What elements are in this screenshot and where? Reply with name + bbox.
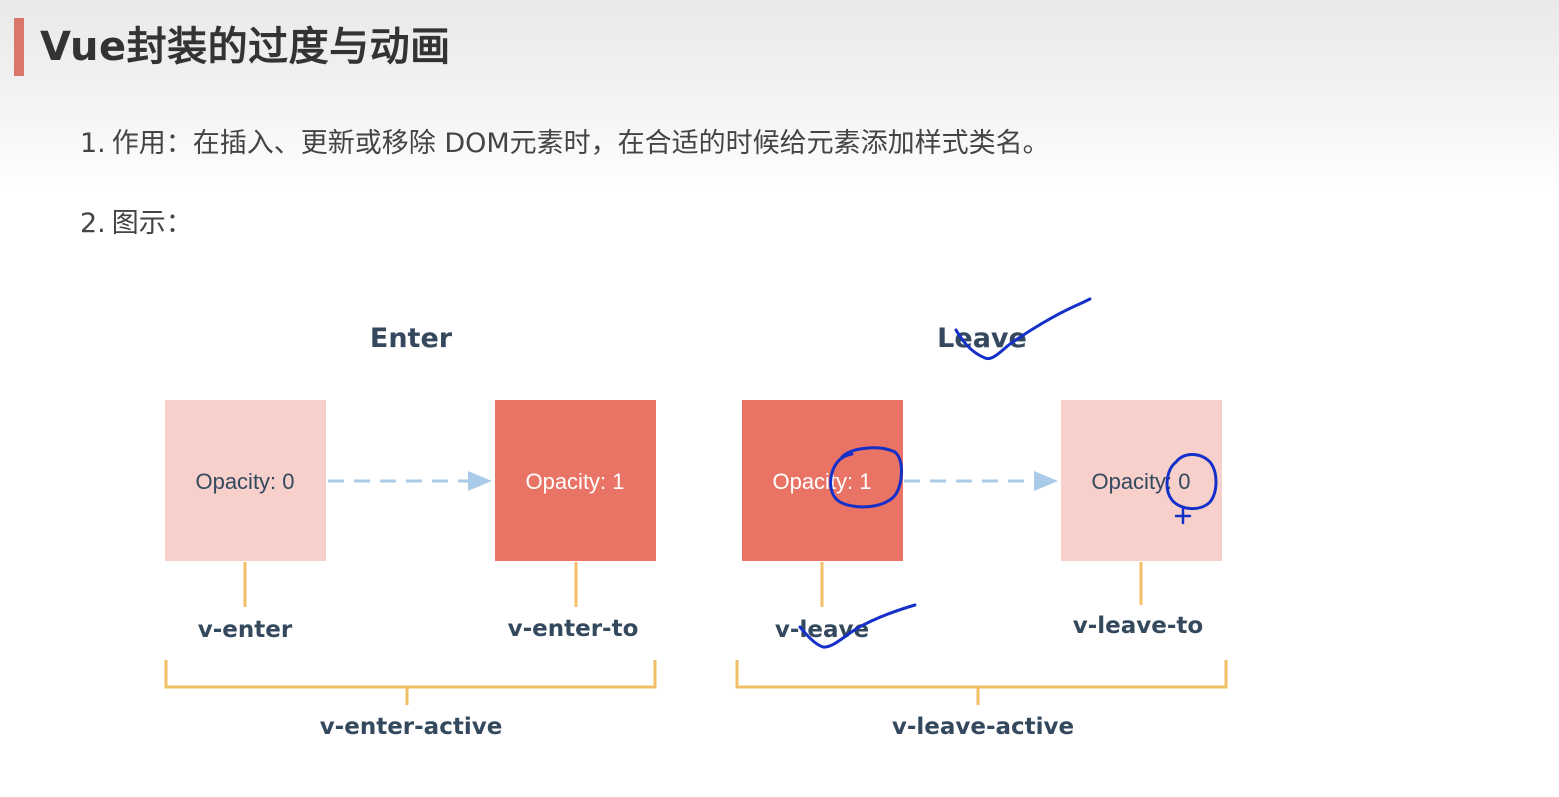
circle-annotation-opacity-0 <box>1165 453 1218 510</box>
leave-active-class: v-leave-active <box>892 714 1074 740</box>
checkmark-annotation-leave-heading <box>954 297 1092 361</box>
enter-active-class: v-enter-active <box>320 714 503 740</box>
leave-arrow-head <box>1034 471 1058 491</box>
leave-to-box <box>1061 400 1222 561</box>
enter-heading: Enter <box>370 323 453 354</box>
list-number: 2. <box>80 208 106 239</box>
title-accent-bar <box>14 18 24 76</box>
plus-annotation <box>1174 507 1192 525</box>
page-title: Vue封装的过度与动画 <box>40 24 451 70</box>
list-item: 2.图示： <box>80 201 193 240</box>
list-item: 1.作用：在插入、更新或移除 DOM元素时，在合适的时候给元素添加样式类名。 <box>80 121 1050 160</box>
list-number: 1. <box>80 128 106 159</box>
enter-from-box-label: Opacity: 0 <box>195 469 294 494</box>
enter-active-bracket <box>164 660 657 689</box>
leave-to-class: v-leave-to <box>1073 613 1203 639</box>
enter-arrow-head <box>468 471 492 491</box>
checkmark-annotation-v-leave <box>798 603 917 649</box>
leave-from-box <box>742 400 903 561</box>
enter-to-box-label: Opacity: 1 <box>525 469 624 494</box>
leave-from-box-label: Opacity: 1 <box>772 469 871 494</box>
leave-active-bracket <box>735 660 1228 689</box>
list-text: 图示： <box>111 208 193 239</box>
list-text: 作用：在插入、更新或移除 DOM元素时，在合适的时候给元素添加样式类名。 <box>111 128 1050 159</box>
circle-annotation-opacity-1 <box>829 446 903 509</box>
enter-to-box <box>495 400 656 561</box>
leave-heading: Leave <box>937 323 1027 354</box>
enter-to-class: v-enter-to <box>508 616 639 642</box>
enter-from-box <box>165 400 326 561</box>
enter-from-class: v-enter <box>198 617 293 643</box>
leave-to-box-label: Opacity: 0 <box>1091 469 1190 494</box>
